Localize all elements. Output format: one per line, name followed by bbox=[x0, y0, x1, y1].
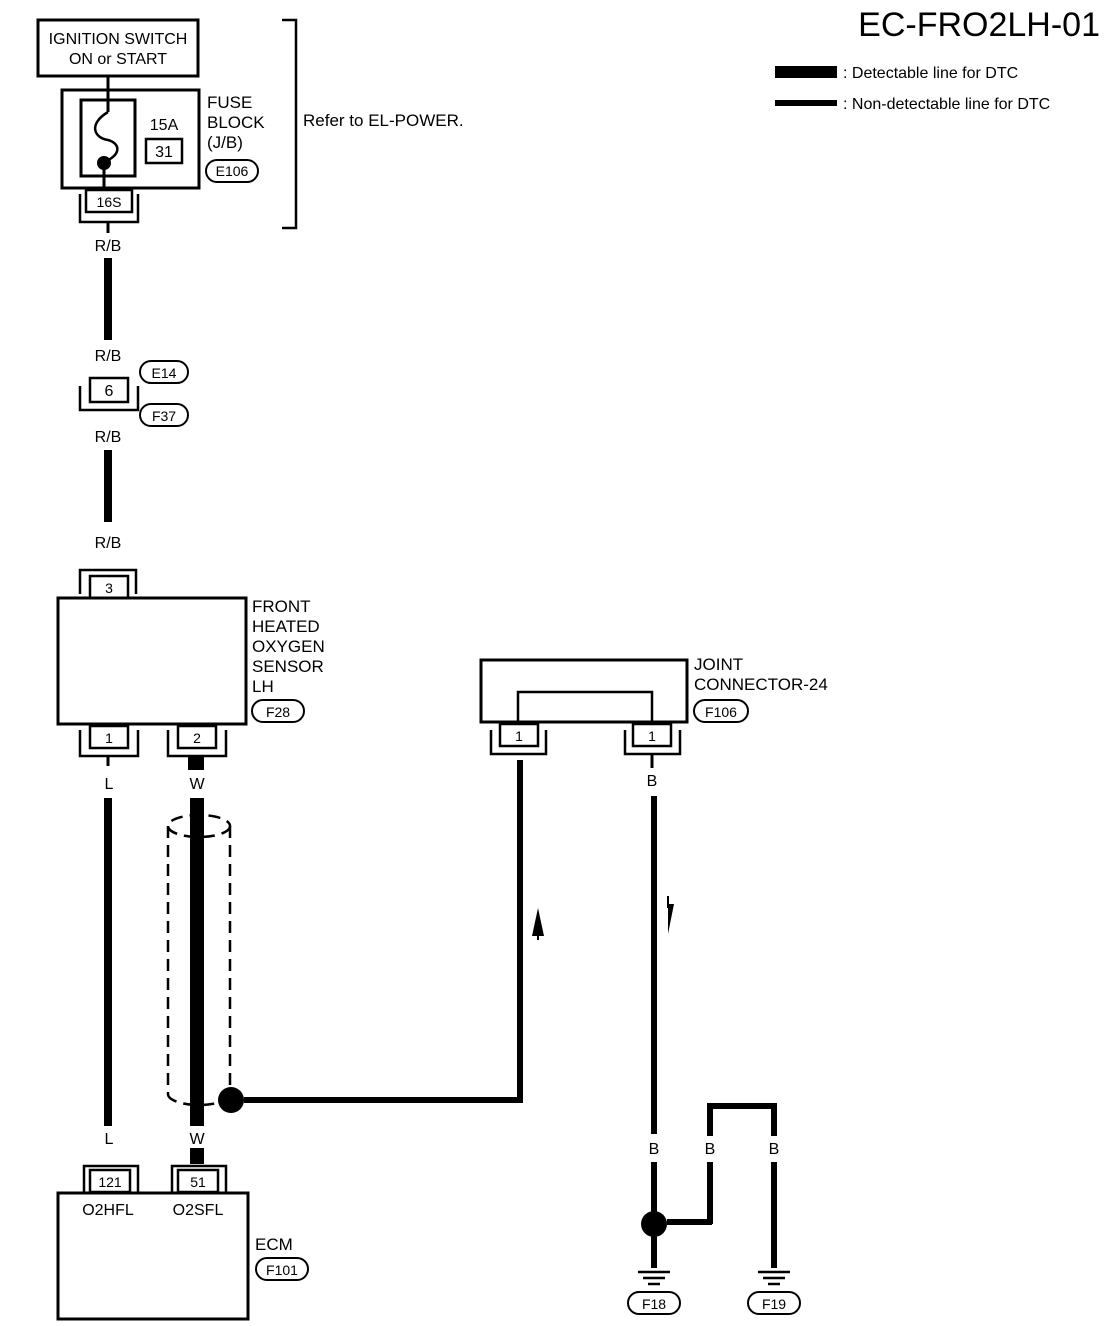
ecm-pin-o2hfl: O2HFL bbox=[82, 1202, 134, 1219]
sensor-label-3: OXYGEN bbox=[252, 637, 325, 656]
ignition-line1: IGNITION SWITCH bbox=[49, 31, 188, 48]
joint-label-2: CONNECTOR-24 bbox=[694, 675, 828, 694]
inline-terminal: 6 bbox=[105, 383, 114, 400]
wire-label-w-2: W bbox=[189, 1131, 205, 1148]
joint-terminal-left: 1 bbox=[515, 728, 523, 744]
ground-f18-label: F18 bbox=[642, 1296, 666, 1312]
shield-splice-dot bbox=[218, 1087, 244, 1113]
ground-f18: F18 bbox=[627, 1270, 681, 1315]
fuse-number: 31 bbox=[155, 144, 173, 161]
ecm: 121 51 O2HFL O2SFL ECM F101 bbox=[56, 1164, 309, 1321]
wire-label-l-1: L bbox=[105, 776, 114, 793]
ignition-line2: ON or START bbox=[69, 51, 167, 68]
wire-label-b-1: B bbox=[647, 773, 658, 790]
fuse-connector-id: E106 bbox=[216, 163, 249, 179]
joint-connector: JOINT CONNECTOR-24 F106 1 1 bbox=[479, 655, 828, 756]
fuse-terminal: 16S bbox=[97, 194, 122, 210]
fuse-block: 15A 31 FUSE BLOCK (J/B) E106 16S bbox=[60, 76, 265, 224]
ignition-switch: IGNITION SWITCH ON or START bbox=[36, 18, 200, 78]
inline-connector-upper: E14 bbox=[152, 365, 177, 381]
joint-label-1: JOINT bbox=[694, 655, 743, 674]
ecm-connector-id: F101 bbox=[266, 1262, 298, 1278]
legend-detectable-swatch bbox=[775, 66, 837, 78]
wire-label-b-2: B bbox=[649, 1141, 660, 1158]
arrow-down-icon bbox=[662, 904, 674, 934]
fuse-label-2: BLOCK bbox=[207, 113, 265, 132]
sensor-label-1: FRONT bbox=[252, 597, 311, 616]
wire-label-w-1: W bbox=[189, 776, 205, 793]
wire-label-l-2: L bbox=[105, 1131, 114, 1148]
ecm-terminal-51: 51 bbox=[190, 1174, 206, 1190]
wire-label-rb-4: R/B bbox=[95, 535, 122, 552]
legend: : Detectable line for DTC : Non-detectab… bbox=[775, 65, 1050, 113]
sensor-terminal-1: 1 bbox=[105, 730, 113, 746]
legend-detectable-label: : Detectable line for DTC bbox=[843, 65, 1018, 82]
wire-label-b-3: B bbox=[705, 1141, 716, 1158]
front-heated-oxygen-sensor: 3 FRONT HEATED OXYGEN SENSOR LH F28 1 2 bbox=[56, 568, 325, 758]
sensor-terminal-2: 2 bbox=[193, 730, 201, 746]
inline-connector: 6 E14 F37 bbox=[78, 360, 189, 427]
legend-non-detectable-swatch bbox=[775, 100, 837, 106]
fuse-amp: 15A bbox=[150, 117, 179, 134]
diagram-title: EC-FRO2LH-01 bbox=[858, 6, 1100, 44]
fuse-icon bbox=[94, 110, 119, 164]
wire-label-rb-3: R/B bbox=[95, 429, 122, 446]
ecm-terminal-121: 121 bbox=[98, 1174, 122, 1190]
wire-label-rb-2: R/B bbox=[95, 348, 122, 365]
legend-non-detectable-label: : Non-detectable line for DTC bbox=[843, 96, 1050, 113]
refer-bracket bbox=[282, 18, 298, 230]
ground-f19: F19 bbox=[747, 1270, 801, 1315]
ecm-label: ECM bbox=[255, 1235, 293, 1254]
fuse-label-3: (J/B) bbox=[207, 133, 243, 152]
ground-f19-label: F19 bbox=[762, 1296, 786, 1312]
arrow-up-icon bbox=[532, 908, 544, 936]
sensor-label-4: SENSOR bbox=[252, 657, 324, 676]
joint-terminal-right: 1 bbox=[648, 728, 656, 744]
sensor-label-5: LH bbox=[252, 677, 274, 696]
ecm-pin-o2sfl: O2SFL bbox=[173, 1202, 224, 1219]
wire-label-rb-1: R/B bbox=[95, 238, 122, 255]
sensor-connector-id: F28 bbox=[266, 704, 290, 720]
fuse-label-1: FUSE bbox=[207, 93, 252, 112]
joint-connector-id: F106 bbox=[705, 704, 737, 720]
wire-label-b-4: B bbox=[769, 1141, 780, 1158]
refer-note: Refer to EL-POWER. bbox=[303, 111, 464, 130]
ground-splice-dot bbox=[641, 1211, 667, 1237]
inline-connector-lower: F37 bbox=[152, 408, 176, 424]
sensor-terminal-top: 3 bbox=[105, 580, 113, 596]
sensor-label-2: HEATED bbox=[252, 617, 320, 636]
